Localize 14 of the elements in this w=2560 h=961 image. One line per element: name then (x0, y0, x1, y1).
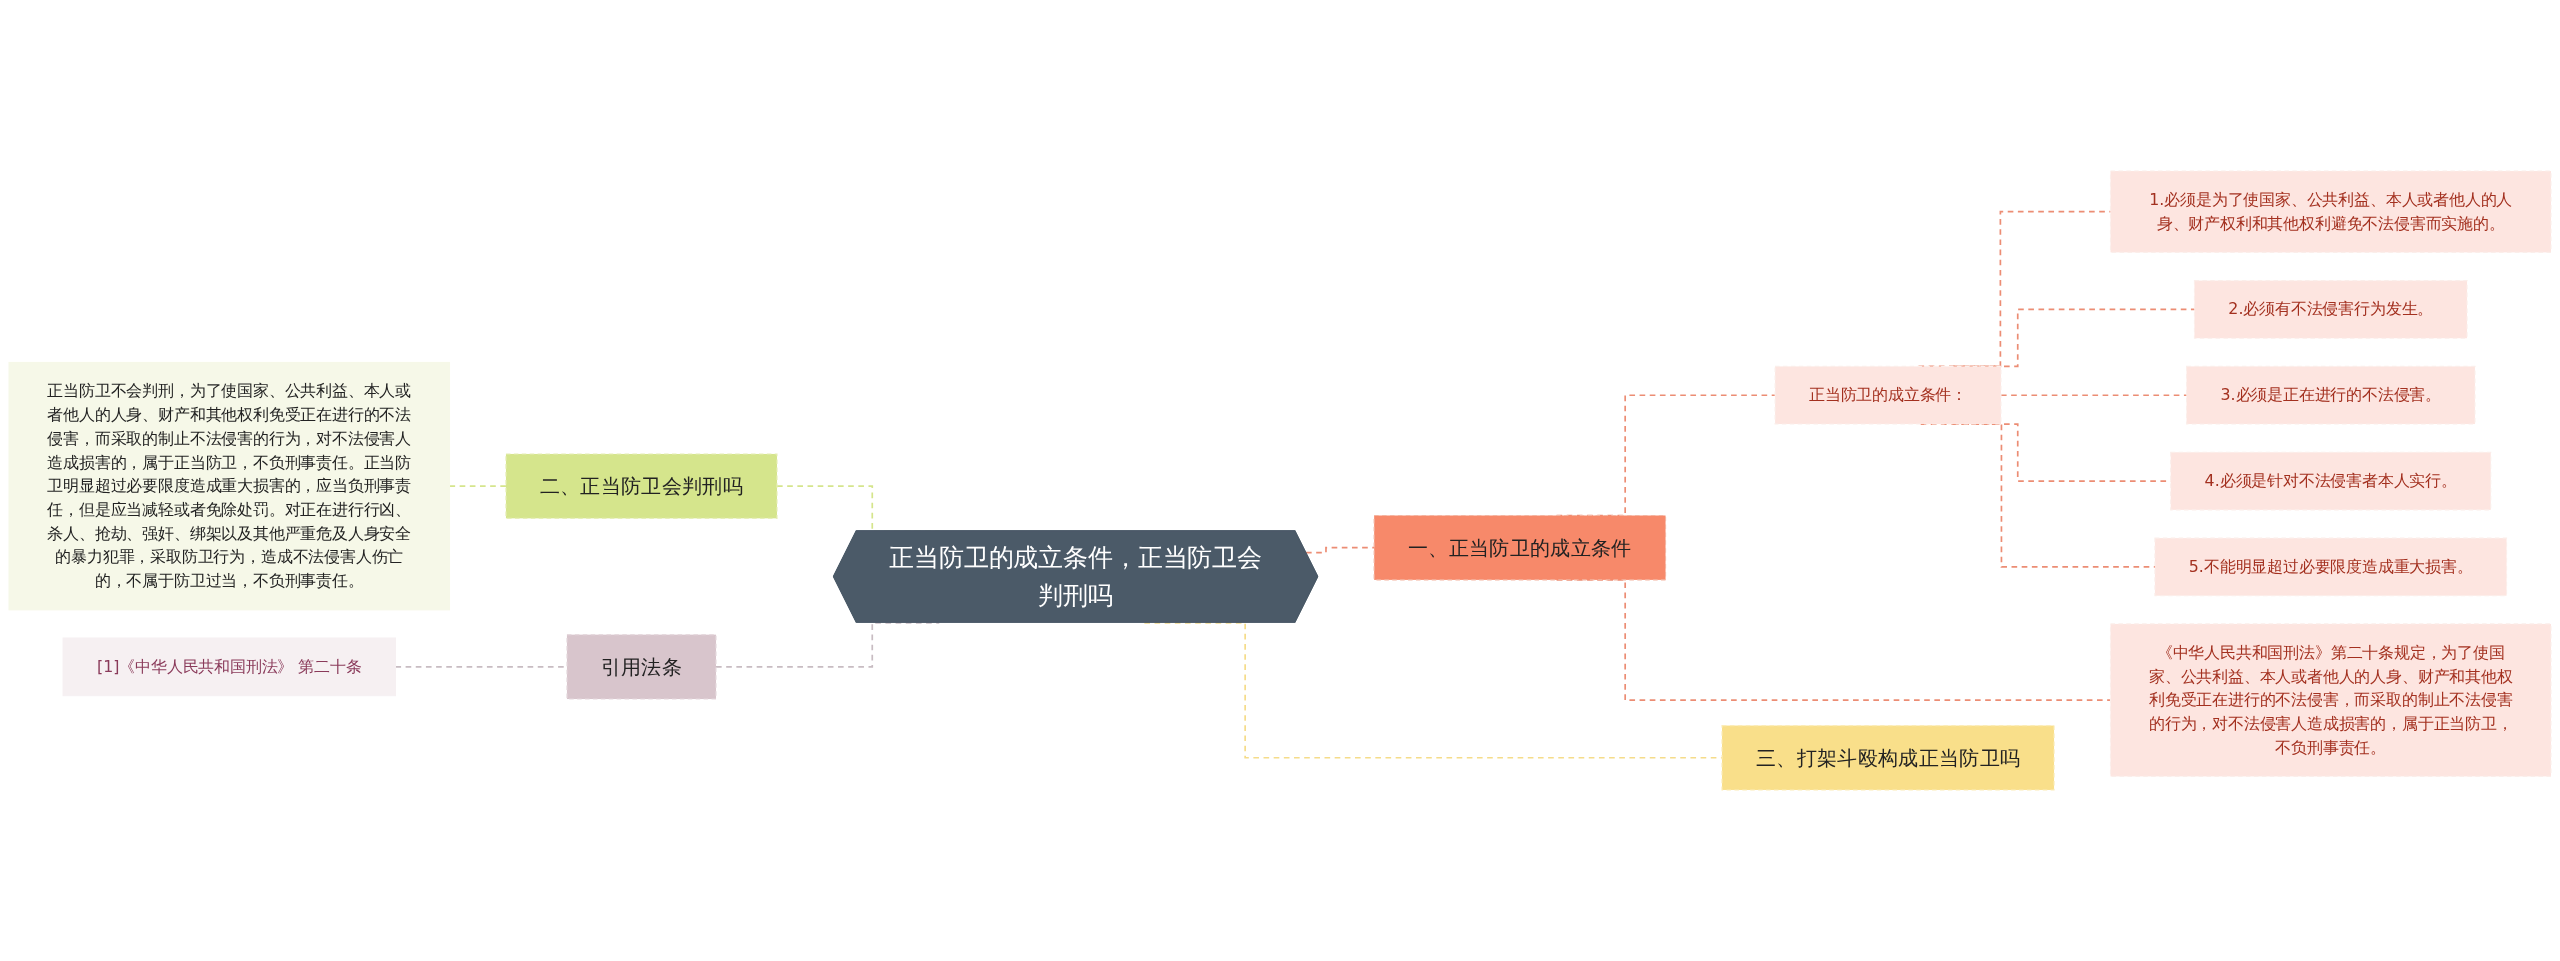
node-box: 三、打架斗殴构成正当防卫吗 (1721, 725, 2055, 791)
connector (1305, 546, 1375, 554)
node-box: 5.不能明显超过必要限度造成重大损害。 (2154, 537, 2508, 597)
node-box: 引用法条 (566, 634, 717, 700)
node-box: 正当防卫的成立条件： (1774, 365, 2002, 425)
node-box: 4.必须是针对不法侵害者本人实行。 (2170, 451, 2492, 511)
node-box: 3.必须是正在进行的不法侵害。 (2185, 365, 2476, 425)
node-box: 《中华人民共和国刑法》第二十条规定，为了使国家、公共利益、本人或者他人的人身、财产和其他权利免受正在进行的不法侵害，而采取的制止不法侵害的行为，对不法侵害人造成损害的，属于正当防卫，不负刑事责任。 (2109, 623, 2552, 777)
node-box: 一、正当防卫的成立条件 (1373, 514, 1667, 581)
node-box: 2.必须有不法侵害行为发生。 (2193, 280, 2468, 339)
node-box: 二、正当防卫会判刑吗 (505, 453, 778, 519)
node-box: 正当防卫不会判刑，为了使国家、公共利益、本人或者他人的人身、财产和其他权利免受正在进行的不法侵害，而采取的制止不法侵害的行为，对不法侵害人造成损害的，属于正当防卫，不负刑事责任。正当防卫明显超过必要限度造成重大损害的，应当负刑事责任，但是应当减轻或者免除处罚。对正在进行行凶、杀人、抢劫、强奸、绑架以及其他严重危及人身安全的暴力犯罪，采取防卫行为，造成不法侵害人伤亡的，不属于防卫过当，不负刑事责任。 (8, 361, 451, 611)
node-box: [1]《中华人民共和国刑法》 第二十条 (62, 637, 396, 697)
node-box: 1.必须是为了使国家、公共利益、本人或者他人的人身、财产权利和其他权利避免不法侵害而实施的。 (2109, 170, 2552, 253)
